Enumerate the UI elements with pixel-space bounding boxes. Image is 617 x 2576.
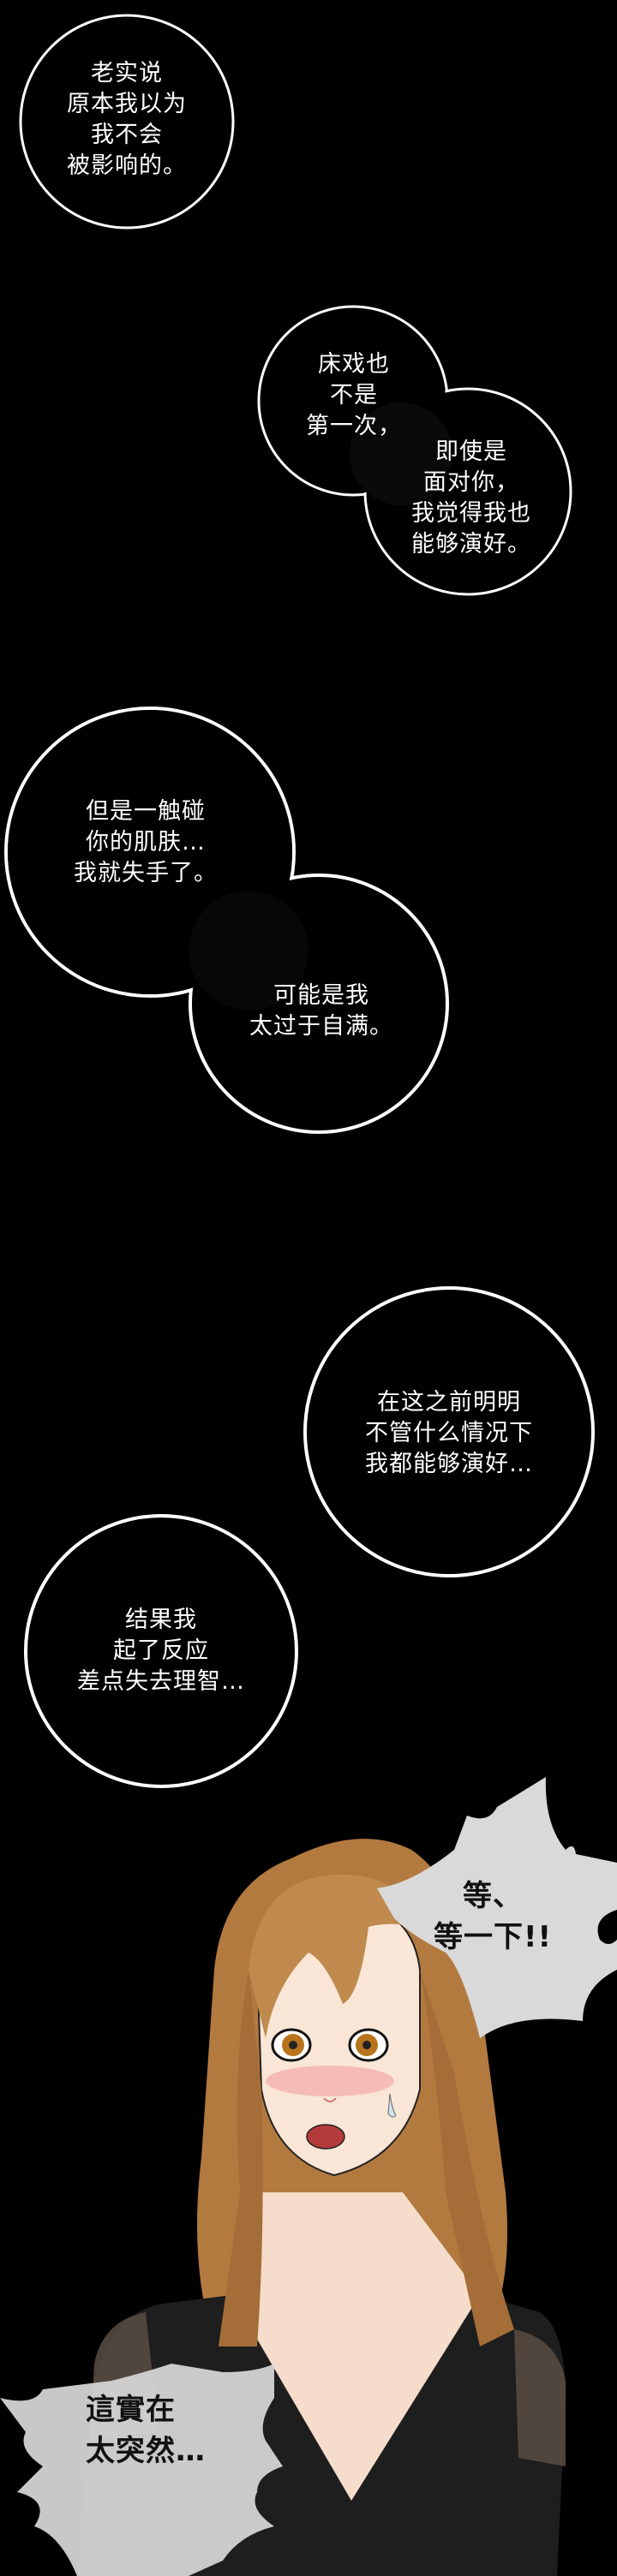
bubble-1-text: 老实说 原本我以为 我不会 被影响的。 bbox=[67, 60, 187, 179]
bubble-2b-text: 即使是 面对你， 我觉得我也 能够演好。 bbox=[411, 438, 531, 558]
thought-bubble-4 bbox=[303, 1286, 595, 1577]
bubble-4-text: 在这之前明明 不管什么情况下 我都能够演好… bbox=[365, 1389, 533, 1477]
bubble-3b-text: 可能是我 太过于自满。 bbox=[249, 982, 393, 1040]
thought-bubble-5 bbox=[24, 1514, 298, 1788]
thought-bubble-3 bbox=[4, 707, 449, 1134]
shout-burst-2 bbox=[0, 2364, 283, 2576]
thought-bubble-1 bbox=[19, 14, 235, 230]
thought-bubble-2 bbox=[257, 305, 572, 596]
bubble-3a-text: 但是一触碰 你的肌肤… 我就失手了。 bbox=[74, 798, 218, 886]
shout-2-text: 這實在 太突然… bbox=[86, 2393, 206, 2468]
shout-burst-1 bbox=[377, 1777, 617, 2038]
shout-1-text: 等、 等一下!! bbox=[433, 1879, 552, 1954]
bubble-5-text: 结果我 起了反应 差点失去理智… bbox=[77, 1607, 245, 1695]
bubble-2a-text: 床戏也 不是 第一次， bbox=[306, 351, 402, 439]
